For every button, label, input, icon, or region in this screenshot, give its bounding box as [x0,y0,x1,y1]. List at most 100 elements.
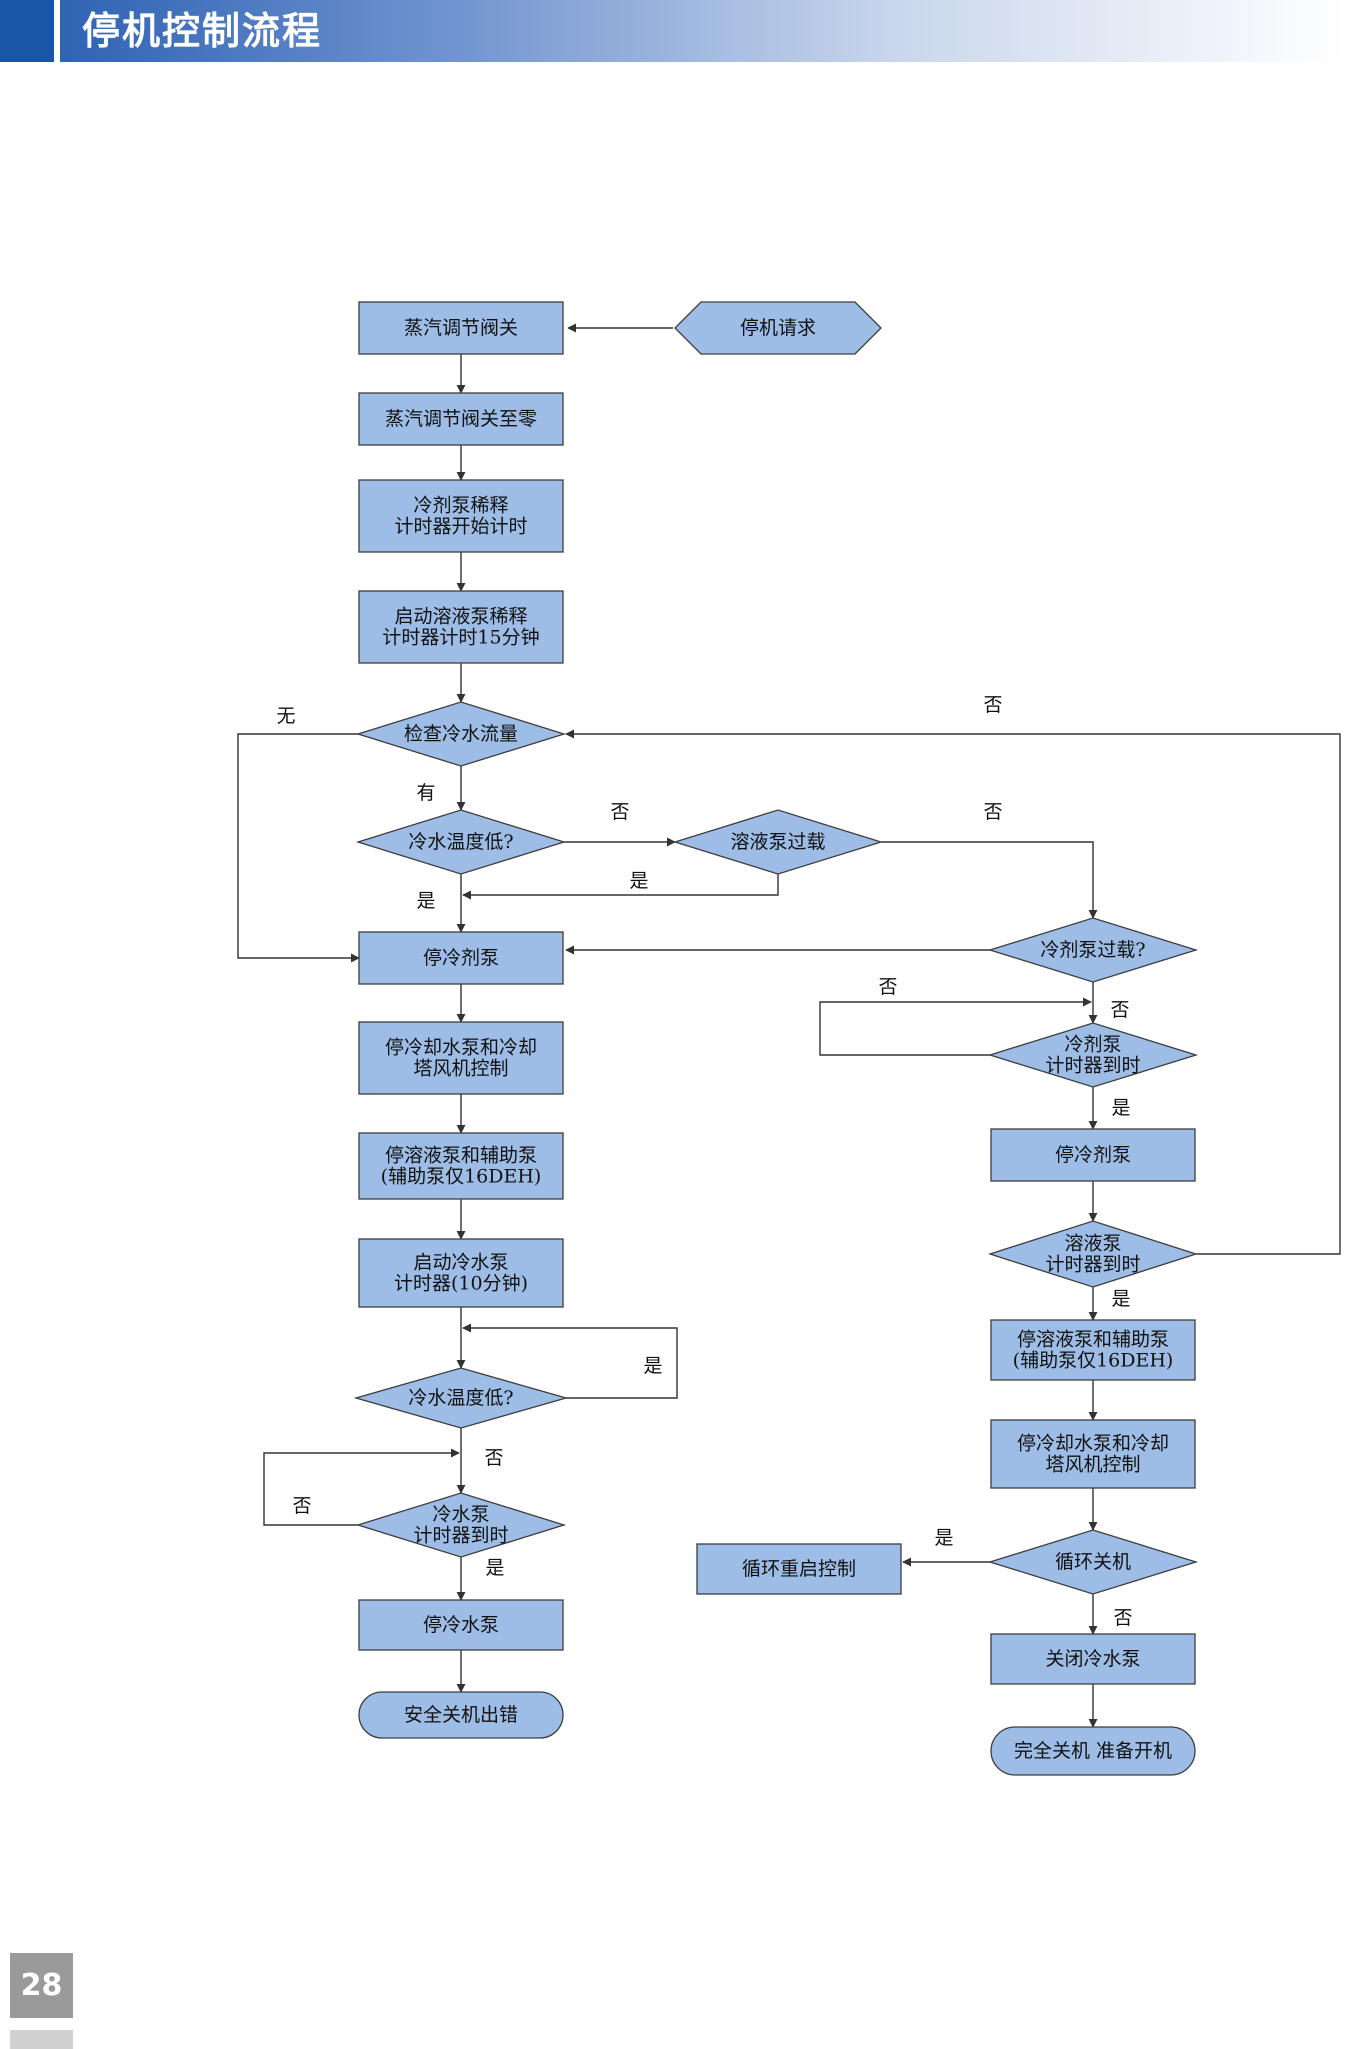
flow-node-label: 冷剂泵 [1064,1034,1121,1056]
flow-node-shape [990,1128,1196,1182]
flow-node-shape [355,701,567,767]
flow-node-label: 启动溶液泵稀释 [394,606,527,628]
flow-node-shape [358,1238,564,1308]
flow-node-shape [987,1529,1199,1595]
flow-node-shape [358,392,564,446]
flow-node-shape [672,809,884,875]
e_check_none-connector [237,733,360,963]
flow-node-label: 停冷剂泵 [1055,1144,1131,1166]
flowchart-edge-labels: 无有否否否是是否否是是是否否是是否 [276,694,1132,1629]
flow-node-label: 安全关机出错 [404,1704,518,1726]
flow-node-cycle-shutdown: 循环关机 [987,1529,1199,1595]
page-tab-decoration [10,2030,73,2049]
edge-label-top-no: 否 [983,694,1002,716]
flow-node-shape [358,1021,564,1095]
flow-node-label: 蒸汽调节阀关至零 [385,408,537,430]
flowchart-connectors [237,323,1341,1728]
flow-node-stop-chilled-pump: 停冷水泵 [358,1599,564,1651]
flow-node-label: 完全关机 准备开机 [1014,1740,1172,1762]
page-header: 停机控制流程 [0,0,1345,62]
edge-label-ref-overload-no: 否 [1110,999,1129,1021]
flow-node-stop-refrigerant-pump-r: 停冷剂泵 [990,1128,1196,1182]
flow-node-label: 蒸汽调节阀关 [404,317,518,339]
flow-node-full-shutdown-ready: 完全关机 准备开机 [990,1726,1196,1776]
flow-node-label: 溶液泵过载 [730,831,825,853]
edge-label-chilled-timer-no: 否 [292,1495,311,1517]
flow-node-shape [990,1633,1196,1685]
flow-node-shape [674,301,882,355]
flow-node-shape [358,1132,564,1200]
flow-node-shape [358,301,564,355]
edge-label-temp2-yes: 是 [643,1355,662,1377]
flow-node-shape [358,479,564,553]
flow-node-shape [990,1726,1196,1776]
flow-node-label: 启动冷水泵 [413,1252,508,1274]
flow-node-label: 停冷水泵 [423,1614,499,1636]
edge-label-sol-timer-yes: 是 [1111,1288,1130,1310]
flow-node-check-chilled-flow: 检查冷水流量 [355,701,567,767]
flow-node-label: 关闭冷水泵 [1045,1648,1140,1670]
edge-label-sol-overload-yes: 是 [629,870,648,892]
flow-node-label: 停冷却水泵和冷却 [385,1037,537,1059]
flow-node-shape [696,1543,902,1595]
flow-node-stop-solution-pump-r: 停溶液泵和辅助泵(辅助泵仅16DEH) [990,1319,1196,1381]
flowchart-nodes: 蒸汽调节阀关停机请求蒸汽调节阀关至零冷剂泵稀释计时器开始计时启动溶液泵稀释计时器… [353,301,1199,1776]
e_soloverload_no-connector [881,841,1098,919]
flow-node-refrigerant-pump-overload: 冷剂泵过载? [987,917,1199,983]
flow-node-label: 停溶液泵和辅助泵 [385,1145,537,1167]
flow-node-chilled-temp-low-1: 冷水温度低? [355,809,567,875]
header-accent-bar [0,0,54,62]
edge-label-sol-overload-no: 否 [983,801,1002,823]
flow-node-label: 计时器到时 [413,1525,508,1547]
e_chtimer_loop-connector [263,1448,460,1526]
flow-node-shape [987,1220,1199,1288]
e_temp2_yes-connector [462,1323,678,1399]
flow-node-shape [987,917,1199,983]
edge-label-chilled-timer-yes: 是 [485,1557,504,1579]
flow-node-label: 计时器到时 [1045,1055,1140,1077]
flow-node-label: 停冷却水泵和冷却 [1017,1433,1169,1455]
flow-node-shape [990,1419,1196,1489]
flow-node-steam-valve-zero: 蒸汽调节阀关至零 [358,392,564,446]
flow-node-cycle-restart: 循环重启控制 [696,1543,902,1595]
flow-node-label: 冷水温度低? [408,1387,513,1409]
edge-label-temp1-yes: 是 [416,890,435,912]
e_soltimer_no-connector [565,729,1341,1255]
flow-node-label: 停机请求 [740,317,816,339]
page-number: 28 [10,1953,73,2018]
flow-node-shape [358,931,564,985]
edge-label-cycle-yes: 是 [934,1527,953,1549]
e_soloverload_yes-connector [462,874,779,900]
flow-node-shape [355,1492,567,1558]
flow-node-shape [358,590,564,664]
flow-node-stop-refrigerant-pump-l: 停冷剂泵 [358,931,564,985]
flow-node-label: 检查冷水流量 [404,723,518,745]
edge-label-cycle-no: 否 [1113,1607,1132,1629]
flow-node-shape [987,1022,1199,1088]
flow-node-label: 溶液泵 [1064,1233,1121,1255]
flow-node-shape [355,809,567,875]
flow-node-label: 冷水泵 [432,1504,489,1526]
flow-node-label: 停溶液泵和辅助泵 [1017,1329,1169,1351]
flow-node-label: 计时器(10分钟) [394,1273,528,1295]
flow-node-shape [358,1599,564,1651]
edge-label-has-flow: 有 [416,782,435,804]
e_reftimer_loop-connector [819,997,1092,1056]
flow-node-label: 塔风机控制 [413,1058,508,1080]
edge-label-temp2-no: 否 [484,1447,503,1469]
flow-node-shape [990,1319,1196,1381]
flow-node-label: 循环重启控制 [742,1558,856,1580]
flow-node-close-chilled-pump: 关闭冷水泵 [990,1633,1196,1685]
flow-node-label: 冷剂泵稀释 [413,495,508,517]
edge-label-ref-timer-yes: 是 [1111,1097,1130,1119]
flow-node-label: (辅助泵仅16DEH) [1013,1350,1174,1372]
flow-node-solution-pump-overload: 溶液泵过载 [672,809,884,875]
flow-node-label: 停冷剂泵 [423,947,499,969]
header-gradient-bar [60,0,1345,62]
